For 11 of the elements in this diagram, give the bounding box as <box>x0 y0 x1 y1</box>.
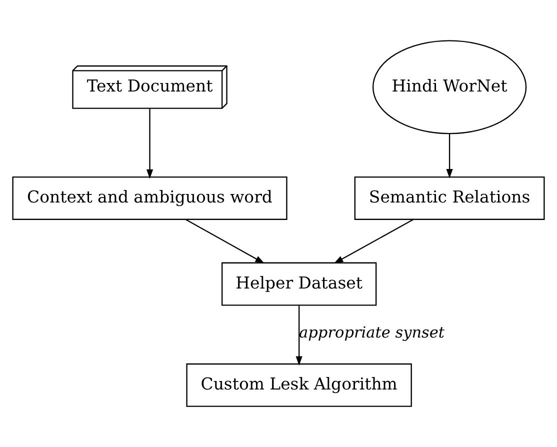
arrow <box>185 218 265 264</box>
arrow <box>446 134 453 178</box>
arrow <box>146 108 154 179</box>
node-ellipse: Hindi WorNet <box>372 40 527 134</box>
arrow <box>334 218 414 264</box>
node-box: Semantic Relations <box>354 176 545 220</box>
node-box: Helper Dataset <box>221 262 377 306</box>
edge-label: appropriate synset <box>299 323 445 342</box>
node-box: Context and ambiguous word <box>12 176 288 220</box>
node-box: Custom Lesk Algorithm <box>186 363 412 407</box>
arrow <box>296 306 302 366</box>
